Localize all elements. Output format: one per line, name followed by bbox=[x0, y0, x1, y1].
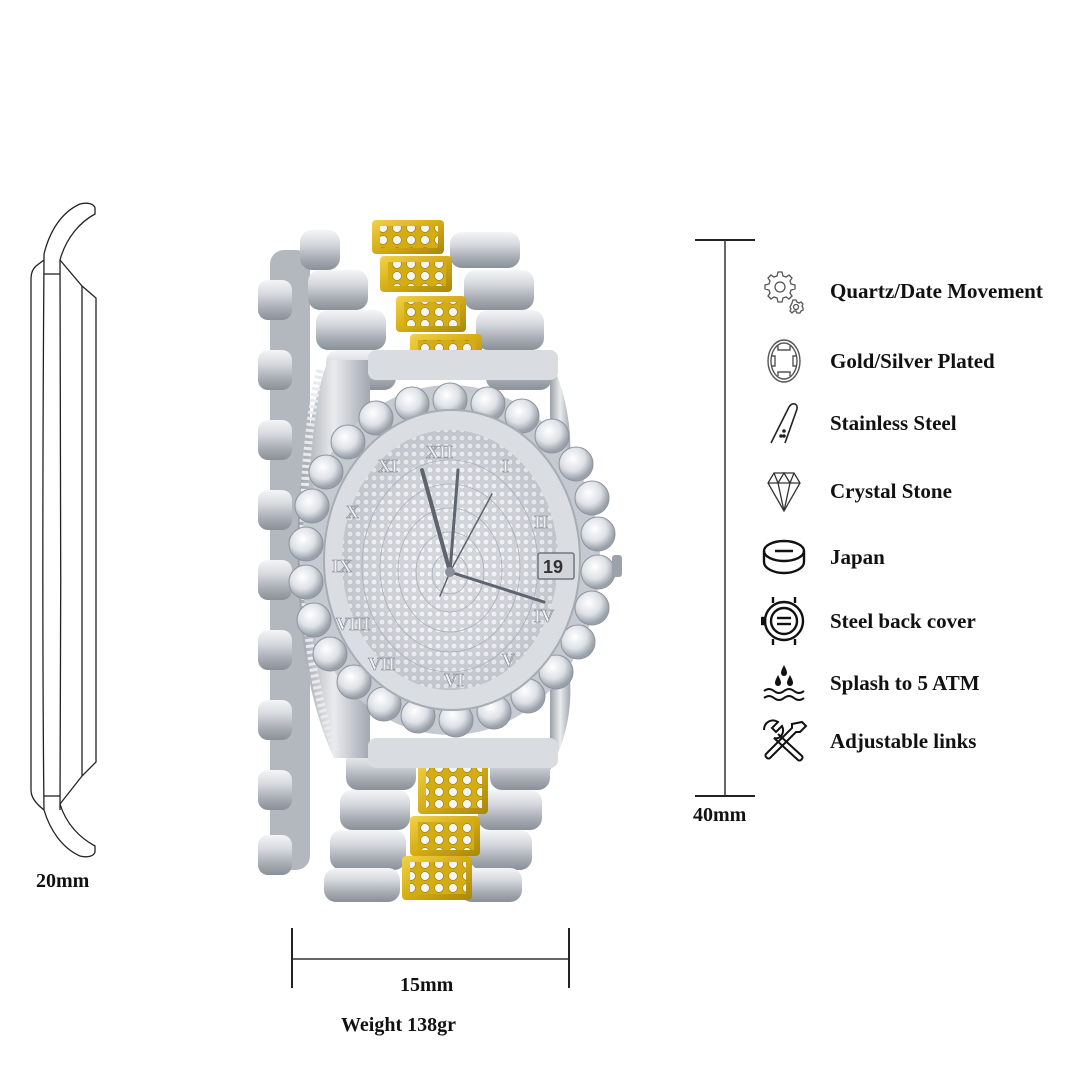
tools-icon bbox=[760, 717, 808, 765]
svg-text:VI: VI bbox=[444, 670, 464, 690]
watch-illustration: XII XI I X II IX VIII VII VI V IV 19 bbox=[250, 210, 670, 910]
height-dimension-line bbox=[695, 238, 755, 798]
watch-dial: XII XI I X II IX VIII VII VI V IV 19 bbox=[323, 409, 581, 711]
svg-text:XI: XI bbox=[378, 456, 398, 476]
feature-label: Quartz/Date Movement bbox=[830, 278, 1043, 303]
bracelet-side-links bbox=[258, 250, 310, 875]
band-width-label: 15mm bbox=[400, 974, 454, 996]
feature-stone: Crystal Stone bbox=[760, 466, 1080, 516]
side-profile-sketch bbox=[0, 190, 150, 870]
diamond-icon bbox=[760, 467, 808, 515]
plated-ring-icon bbox=[760, 337, 808, 385]
svg-text:19: 19 bbox=[543, 557, 563, 577]
feature-links: Adjustable links bbox=[760, 716, 1080, 766]
svg-text:VII: VII bbox=[368, 654, 395, 674]
svg-text:IV: IV bbox=[534, 606, 554, 626]
feature-label: Splash to 5 ATM bbox=[830, 670, 980, 695]
crown bbox=[612, 555, 622, 577]
weight-label: Weight 138gr bbox=[341, 1014, 456, 1036]
feature-water-resistance: Splash to 5 ATM bbox=[760, 658, 1080, 708]
feature-label: Japan bbox=[830, 544, 885, 569]
svg-text:II: II bbox=[534, 512, 548, 532]
side-thickness-label: 20mm bbox=[36, 870, 90, 892]
feature-movement: Quartz/Date Movement bbox=[760, 266, 1080, 316]
feature-back-cover: Steel back cover bbox=[760, 596, 1080, 646]
water-drops-icon bbox=[760, 659, 808, 707]
svg-text:IX: IX bbox=[332, 556, 352, 576]
svg-text:XII: XII bbox=[426, 442, 453, 462]
svg-text:V: V bbox=[502, 650, 515, 670]
svg-text:VIII: VIII bbox=[336, 614, 370, 634]
date-window: 19 bbox=[537, 552, 575, 580]
svg-text:X: X bbox=[346, 502, 359, 522]
svg-text:I: I bbox=[502, 456, 509, 476]
width-dimension-line bbox=[290, 928, 572, 990]
feature-label: Gold/Silver Plated bbox=[830, 348, 995, 373]
watch-back-icon bbox=[760, 597, 808, 645]
battery-disc-icon bbox=[760, 533, 808, 581]
feature-plating: Gold/Silver Plated bbox=[760, 336, 1080, 386]
feature-label: Stainless Steel bbox=[830, 410, 957, 435]
steel-strip-icon bbox=[760, 399, 808, 447]
feature-origin: Japan bbox=[760, 532, 1080, 582]
feature-label: Adjustable links bbox=[830, 728, 977, 753]
gears-icon bbox=[760, 267, 808, 315]
feature-label: Steel back cover bbox=[830, 608, 976, 633]
feature-material: Stainless Steel bbox=[760, 398, 1080, 448]
lower-bracelet bbox=[324, 750, 550, 902]
feature-label: Crystal Stone bbox=[830, 478, 952, 503]
case-height-label: 40mm bbox=[693, 804, 747, 826]
